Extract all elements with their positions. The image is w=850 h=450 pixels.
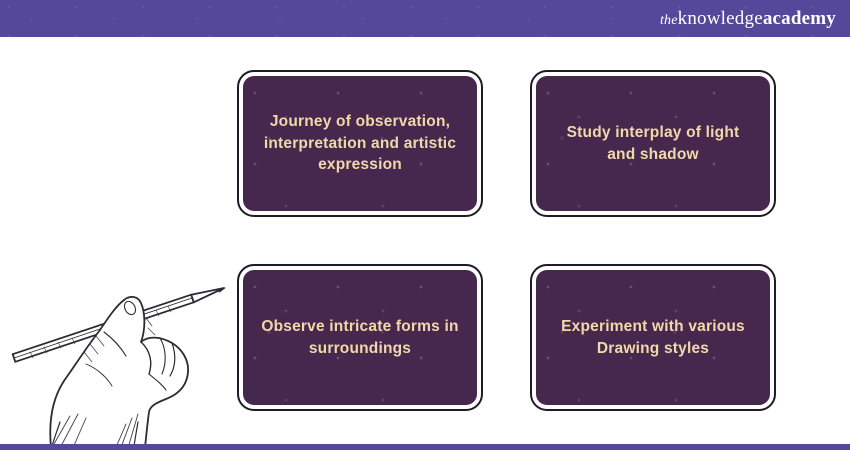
info-card-3-text: Observe intricate forms in surroundings xyxy=(261,317,459,357)
brand-logo: theknowledgeacademy xyxy=(660,9,850,28)
info-card-3-panel: Observe intricate forms in surroundings xyxy=(243,270,477,405)
info-card-2: Study interplay of light and shadow xyxy=(530,70,776,217)
footer-bar xyxy=(0,444,850,450)
header-bar: theknowledgeacademy xyxy=(0,0,850,37)
info-card-2-text: Study interplay of light and shadow xyxy=(566,123,740,163)
info-card-1: Journey of observation, interpretation a… xyxy=(237,70,483,217)
brand-name-regular: knowledge xyxy=(677,8,763,29)
info-card-2-panel: Study interplay of light and shadow xyxy=(536,76,770,211)
hand-pencil-illustration xyxy=(0,272,232,450)
info-card-3: Observe intricate forms in surroundings xyxy=(237,264,483,411)
info-card-1-text: Journey of observation, interpretation a… xyxy=(263,112,457,174)
brand-name-bold: academy xyxy=(762,8,836,29)
info-card-4-text: Experiment with various Drawing styles xyxy=(561,317,745,357)
brand-prefix: the xyxy=(659,13,678,28)
info-card-4: Experiment with various Drawing styles xyxy=(530,264,776,411)
info-card-4-panel: Experiment with various Drawing styles xyxy=(536,270,770,405)
info-card-1-panel: Journey of observation, interpretation a… xyxy=(243,76,477,211)
